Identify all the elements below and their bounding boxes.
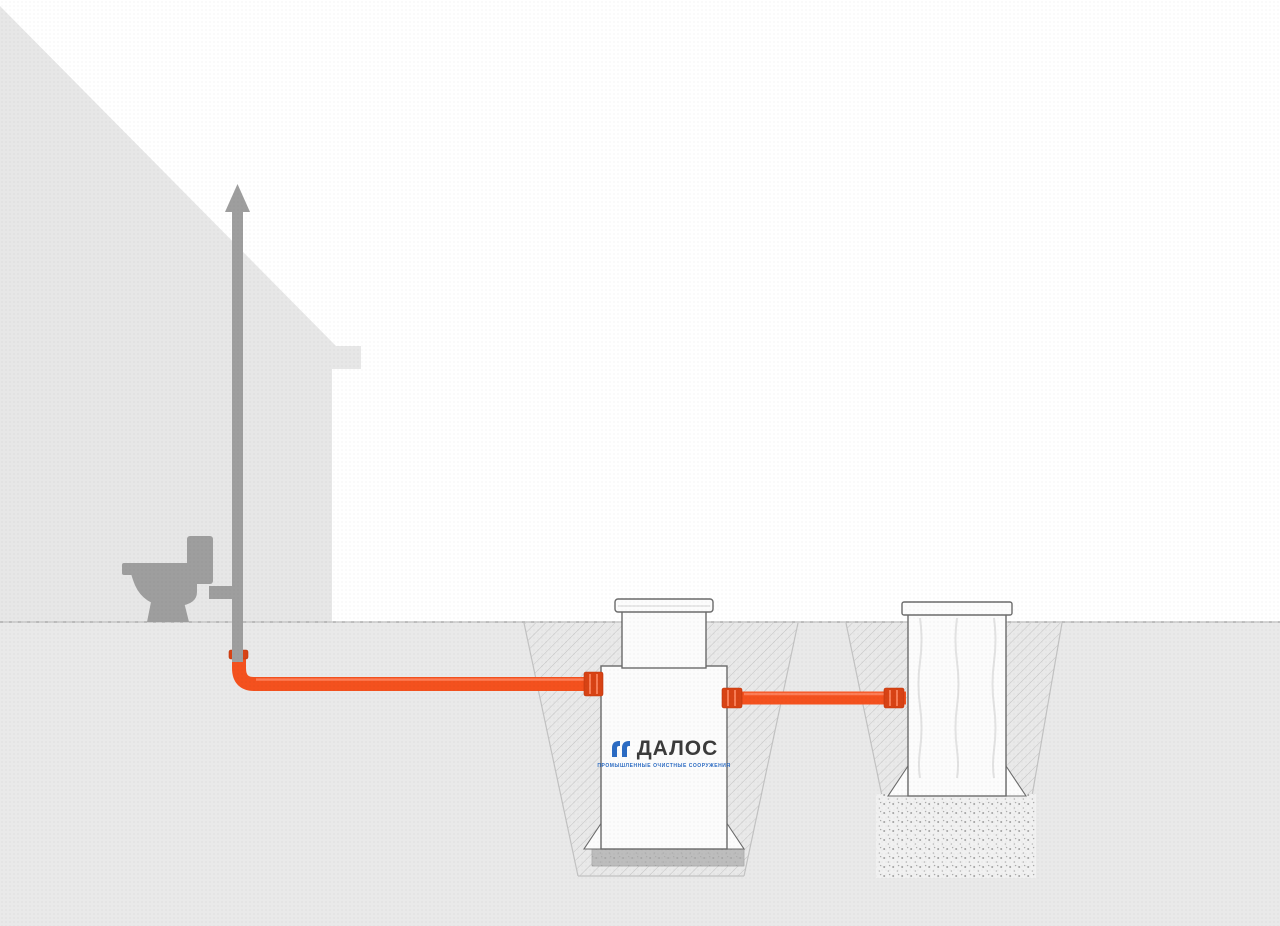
- house-silhouette: [0, 6, 361, 622]
- anchor-slab: [591, 848, 745, 867]
- transfer-coupling-right: [883, 687, 905, 709]
- brand-logo: ДАЛОС ПРОМЫШЛЕННЫЕ ОЧИСТНЫЕ СООРУЖЕНИЯ: [597, 737, 731, 769]
- well-lid: [901, 601, 1013, 616]
- excavation-pit-well: [845, 622, 1063, 797]
- inlet-coupling: [583, 671, 604, 697]
- gravel-bed: [876, 794, 1036, 878]
- septic-tank: [582, 598, 746, 850]
- drainage-well: [886, 601, 1028, 797]
- inlet-pipe: [228, 649, 604, 697]
- septic-tank-neck: [621, 609, 707, 669]
- brand-name: ДАЛОС: [636, 737, 719, 760]
- transfer-pipe: [721, 687, 906, 709]
- septic-tank-body: [600, 665, 728, 850]
- toilet: [122, 536, 235, 622]
- vent-pipe: [225, 184, 250, 662]
- brand-tagline: ПРОМЫШЛЕННЫЕ ОЧИСТНЫЕ СООРУЖЕНИЯ: [597, 763, 731, 769]
- transfer-coupling-left: [721, 687, 743, 709]
- vent-arrow-icon: [225, 184, 250, 212]
- dalos-logo-icon: [610, 739, 632, 759]
